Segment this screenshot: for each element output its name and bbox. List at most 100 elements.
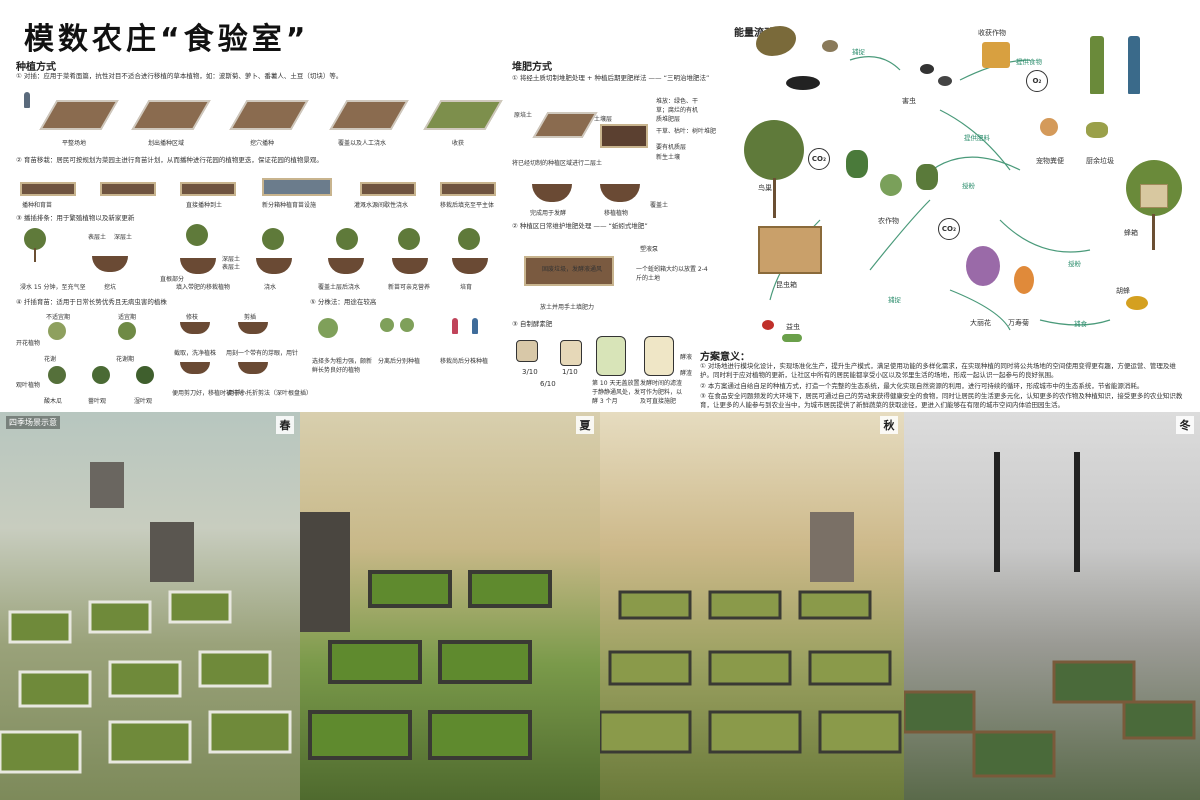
planting-s5: ⑤ 分株法：用途在较高	[310, 298, 377, 306]
c1-label-0: 原培土	[514, 112, 533, 119]
s4-label-6: 蔷叶观	[88, 398, 107, 405]
pit-4	[328, 258, 364, 274]
s4-step-4: 便用剪刀好，移植时被排除	[172, 390, 245, 397]
cutting-tree-5	[136, 366, 154, 384]
planting-s4: ④ 扦插育苗：适用于日常长势优秀且无病虫害的植株	[16, 298, 167, 306]
winter-lamp-post	[994, 452, 1000, 572]
s5-label-0: 选择多为粗力强，颇新鲜长势良好的植物	[312, 358, 373, 374]
cutting-pit-1	[180, 322, 210, 334]
plot-2	[131, 100, 211, 130]
crop-icon-1	[846, 150, 868, 178]
resident-figure-2	[472, 318, 478, 334]
summer-grid-illustration	[300, 512, 552, 760]
node-beehive: 蜂箱	[1124, 229, 1138, 237]
c1-label-4: 要有机质层	[656, 144, 687, 151]
s2-label-0: 播种和育苗	[22, 202, 53, 209]
nest-tree-trunk	[773, 178, 776, 218]
s1-label-3: 覆盖以及人工浇水	[338, 140, 387, 147]
node-marigold: 万寿菊	[1008, 319, 1029, 327]
bed-6	[440, 182, 496, 196]
s3-label-5: 新苗可亲克营养	[388, 284, 431, 291]
node-kitchen-waste: 厨余垃圾	[1086, 157, 1114, 165]
tree-6	[458, 228, 480, 250]
spring-grid-illustration	[0, 462, 292, 774]
s3-tag-4: 表层土	[222, 264, 241, 271]
compost-layers	[600, 124, 648, 148]
insect-hotel-icon	[758, 226, 822, 274]
s4-step-1: 剪插	[244, 314, 257, 321]
s3-label-2: 填入带肥的移栽植物	[176, 284, 231, 291]
crop-icon-3	[916, 164, 938, 190]
division-plant-2	[380, 318, 394, 332]
s2-label-4: 灌溉水源间歇性浇水	[354, 202, 409, 209]
c3-label-0: 第 10 天无盖放置于静静通风处，发酵 3 个月	[592, 380, 641, 405]
resident-green-icon	[1090, 36, 1104, 94]
meaning-line-0: ① 对场地进行模块化设计，实现场准化生产，提升生产模式，满足使用功能的多样化需求…	[700, 362, 1176, 379]
s1-label-1: 划出播种区域	[148, 140, 185, 147]
compost-c3: ③ 自制酵素肥	[512, 320, 553, 328]
s1-label-2: 挖穴播种	[250, 140, 275, 147]
s4-step-2: 截取，洗净植株	[174, 350, 217, 357]
s2-label-5: 移栽后填充至平主体	[440, 202, 495, 209]
c3-ratio-2: 6/10	[540, 380, 556, 388]
dahlia-icon	[966, 246, 1000, 286]
flow-arrow-8	[1039, 319, 1111, 326]
plot-4	[329, 100, 409, 130]
bed-5	[360, 182, 416, 196]
tree-3	[262, 228, 284, 250]
c1-label-1: 土壤层	[594, 116, 613, 123]
s5-label-2: 移栽尚后分株种植	[440, 358, 489, 365]
s4-step-5: 用于小托折剪法（深叶根盘插）	[228, 390, 313, 397]
sugar-jar-icon	[560, 340, 582, 366]
planting-heading: 种植方式	[16, 62, 56, 73]
fruit-icon	[516, 340, 538, 362]
compost-plot	[532, 112, 598, 138]
s4-label-1: 适宜期	[118, 314, 137, 321]
worm-bin	[524, 256, 614, 286]
sparrow-icon	[822, 40, 838, 52]
node-crops: 农作物	[878, 217, 899, 225]
node-harvest: 收获作物	[978, 29, 1006, 37]
o2-badge: O₂	[1026, 70, 1048, 92]
energy-heading: 能量流动	[734, 28, 774, 39]
c1-sub-0: 完成用于发酵	[530, 210, 567, 217]
node-pet-waste: 宠物粪便	[1036, 157, 1064, 165]
season-panel-winter: 冬	[904, 412, 1200, 800]
c1-sub-2: 覆盖土	[650, 202, 669, 209]
c2-label-1: 塑液泵	[640, 246, 659, 253]
flow-arrow-1	[849, 56, 901, 71]
cutting-pit-4	[238, 362, 268, 374]
ferment-jar-icon	[596, 336, 626, 376]
tree-2	[186, 224, 208, 246]
harvest-box-icon	[982, 42, 1010, 68]
cutting-pit-3	[180, 362, 210, 374]
flow-label-5: 授粉	[1068, 260, 1081, 268]
compost-c1: ① 将经土质切制堆肥处理 + 种植后期更肥样法 —— “三明治堆肥法”	[512, 74, 710, 82]
node-beneficial-insects: 益虫	[786, 323, 800, 331]
s4-label-2: 开花植物	[16, 340, 41, 347]
pest-icon-2	[938, 76, 952, 86]
s3-tag-2: 直根部分	[160, 276, 185, 283]
bed-4	[262, 178, 332, 196]
cutting-tree-3	[48, 366, 66, 384]
season-panel-summer: 夏	[300, 412, 600, 800]
node-pests: 害虫	[902, 97, 916, 105]
pit-2	[180, 258, 216, 274]
plot-5	[423, 100, 503, 130]
c2-label-3: 放土并用手土填肥力	[540, 304, 595, 311]
wasp-icon	[1126, 296, 1148, 310]
bed-3	[180, 182, 236, 196]
enzyme-jar-icon	[644, 336, 674, 376]
c3-label-1: 发酵时间的滤渣可作为肥料，以及可直接施肥	[640, 380, 683, 405]
flow-label-6: 捕食	[1074, 320, 1087, 328]
season-panel-autumn: 秋	[600, 412, 904, 800]
s4-label-4: 花谢期	[116, 356, 135, 363]
s2-label-3: 新分箱种植育苗设施	[262, 202, 317, 209]
c1-note: 将已经切制的种植区域进行二层土	[512, 160, 603, 167]
planting-s1: ① 对插：应用于菜肴面篇，抗性对目不适合进行移植的草本植物，如：波斯菊、萝卜、番…	[16, 72, 343, 80]
co2-badge-1: CO₂	[808, 148, 830, 170]
tree-5	[398, 228, 420, 250]
season-label-spring: 春	[276, 416, 294, 434]
node-wasp: 胡蜂	[1116, 287, 1130, 295]
marigold-icon	[1014, 266, 1034, 294]
